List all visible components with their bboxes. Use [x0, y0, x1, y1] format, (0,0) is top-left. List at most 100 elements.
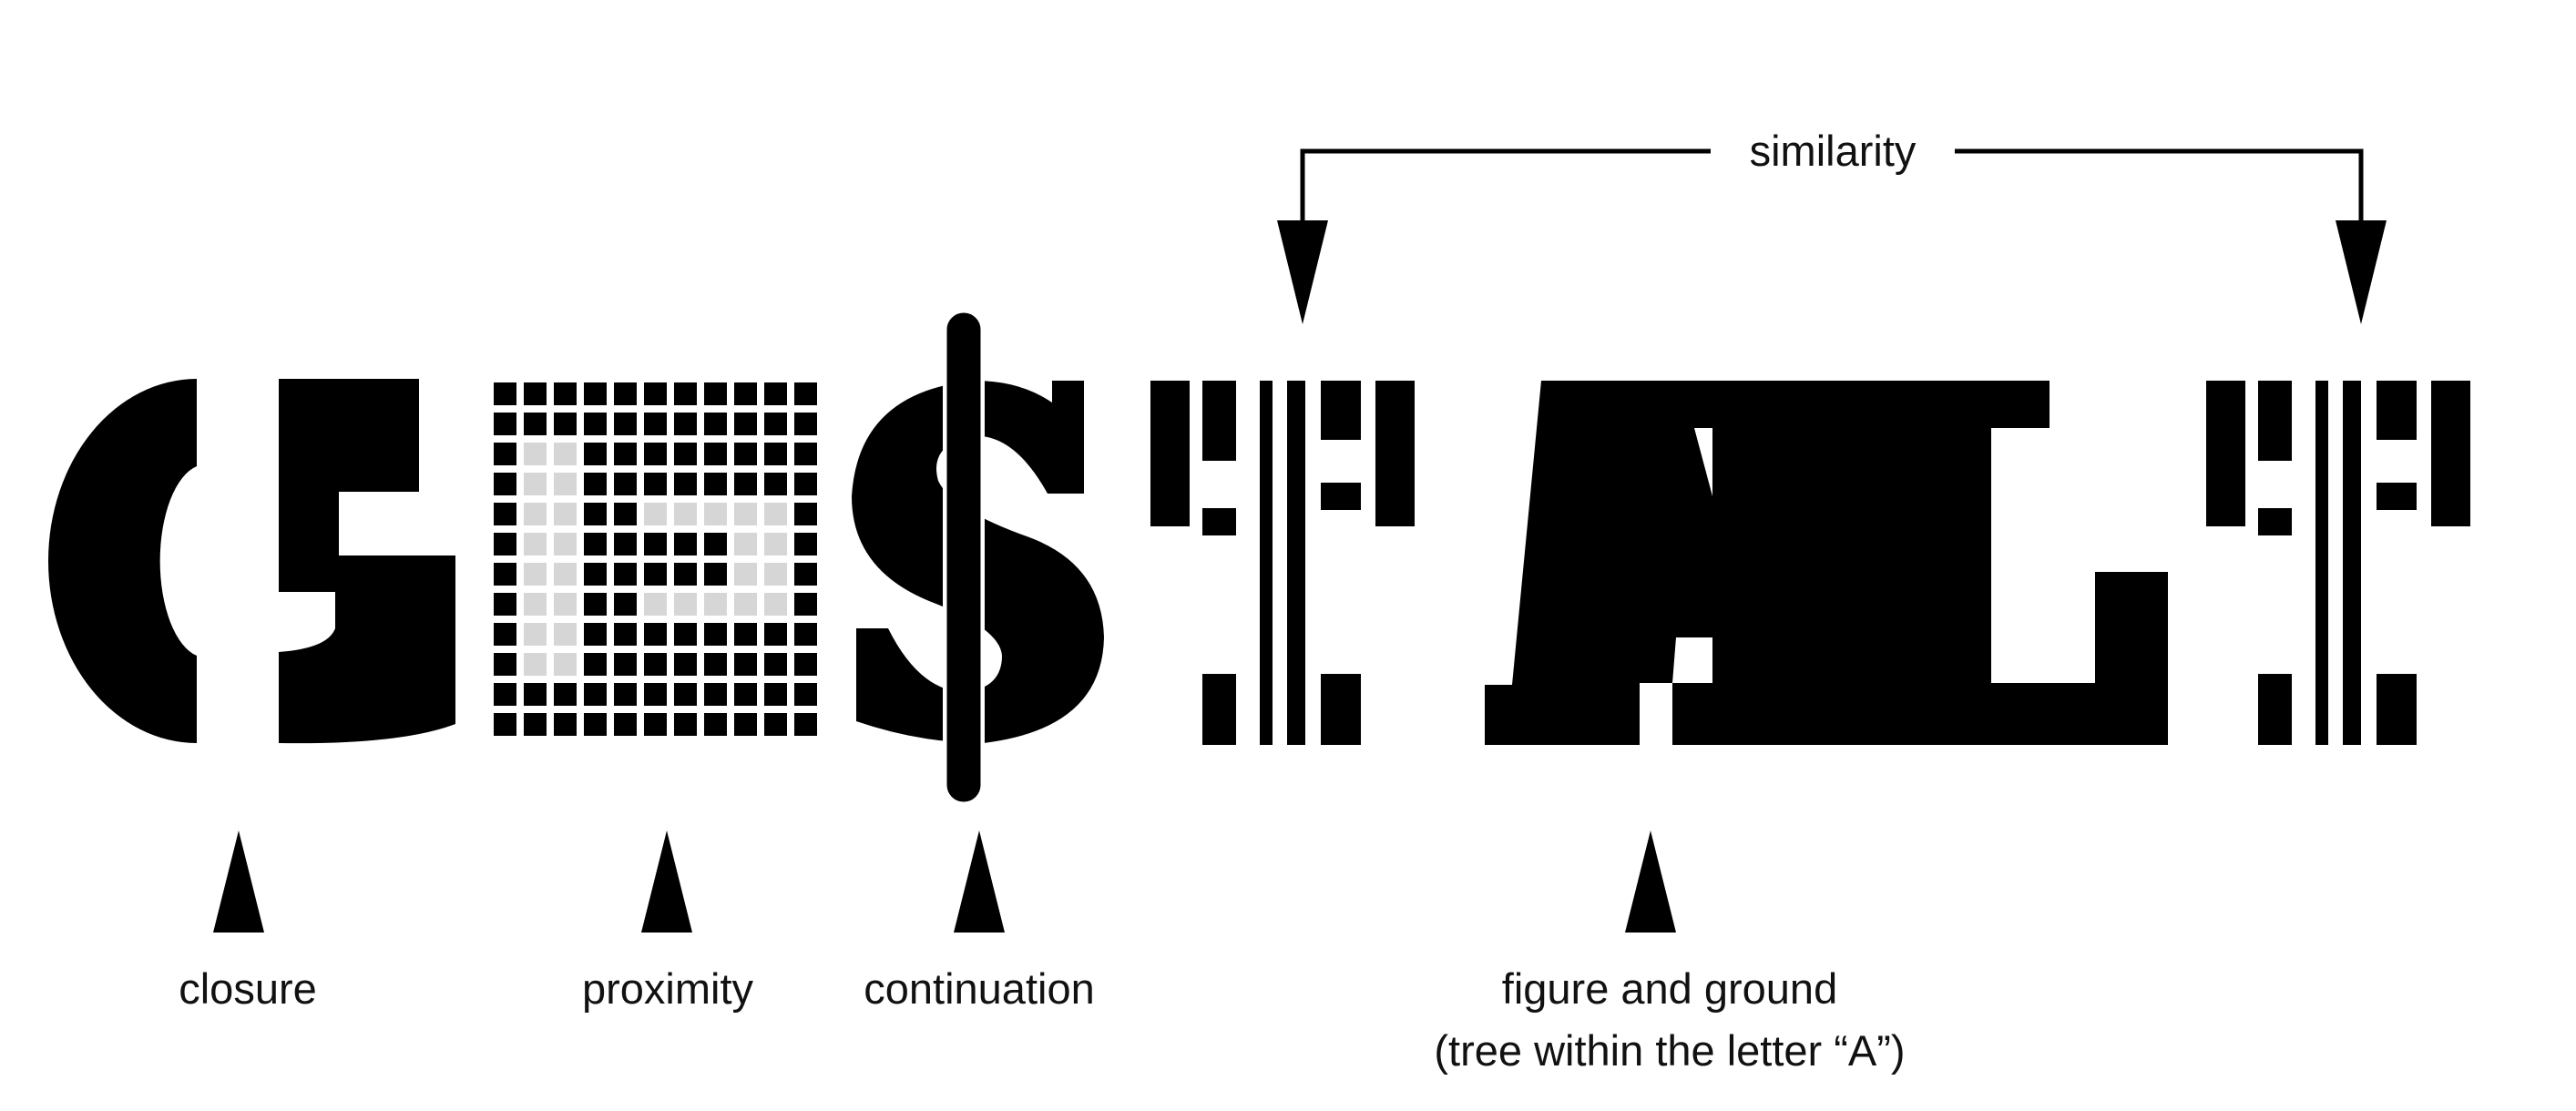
e-dot-black	[554, 382, 577, 405]
e-dot-black	[494, 503, 516, 525]
e-dot-black	[494, 413, 516, 435]
e-dot-black	[794, 443, 817, 465]
e-dot-black	[494, 473, 516, 495]
e-dot-black	[794, 413, 817, 435]
e-dot-gray	[734, 563, 757, 586]
e-dot-gray	[644, 503, 667, 525]
e-dot-black	[764, 473, 787, 495]
e-dot-black	[494, 533, 516, 556]
e-dot-black	[524, 713, 547, 736]
pointer-triangles	[213, 831, 1676, 933]
e-dot-black	[584, 593, 607, 616]
e-dot-black	[494, 713, 516, 736]
e-dot-black	[614, 683, 637, 706]
e-dot-black	[614, 563, 637, 586]
label-figure-and-ground-note: (tree within the letter “A”)	[1434, 1026, 1905, 1075]
e-dot-black	[614, 443, 637, 465]
e-dot-black	[614, 623, 637, 646]
e-black-dots	[494, 382, 817, 736]
e-dot-black	[734, 473, 757, 495]
e-dot-black	[674, 382, 697, 405]
e-dot-gray	[644, 593, 667, 616]
e-dot-gray	[764, 593, 787, 616]
e-dot-black	[524, 413, 547, 435]
similarity-line-right	[1955, 148, 2364, 239]
e-dot-black	[584, 413, 607, 435]
e-dot-black	[764, 413, 787, 435]
letter-a-shape	[1485, 381, 1731, 745]
e-dot-black	[704, 382, 727, 405]
e-dot-black	[734, 653, 757, 676]
e-dot-gray	[734, 593, 757, 616]
e-dot-black	[584, 713, 607, 736]
e-dot-black	[794, 473, 817, 495]
e-dot-black	[764, 653, 787, 676]
e-dot-black	[764, 623, 787, 646]
e-dot-gray	[674, 503, 697, 525]
e-dot-gray	[734, 503, 757, 525]
e-dot-black	[584, 382, 607, 405]
e-dot-black	[614, 713, 637, 736]
e-dot-gray	[554, 533, 577, 556]
continuation-pointer	[954, 831, 1005, 933]
e-dot-black	[644, 443, 667, 465]
e-dot-black	[494, 593, 516, 616]
e-dot-black	[674, 623, 697, 646]
e-dot-black	[554, 413, 577, 435]
continuation-rod-outline	[946, 312, 981, 802]
e-dot-black	[794, 503, 817, 525]
e-dot-black	[704, 443, 727, 465]
e-dot-black	[494, 623, 516, 646]
e-dot-black	[644, 473, 667, 495]
e-dot-black	[614, 413, 637, 435]
e-dot-gray	[524, 653, 547, 676]
label-figure-and-ground: figure and ground	[1502, 964, 1837, 1013]
e-dot-black	[764, 443, 787, 465]
e-dot-black	[794, 623, 817, 646]
e-dot-black	[704, 413, 727, 435]
similarity-bracket	[1277, 148, 2387, 324]
e-dot-black	[584, 503, 607, 525]
e-dot-black	[554, 713, 577, 736]
e-dot-black	[674, 683, 697, 706]
e-dot-black	[704, 533, 727, 556]
letter-l-shape	[1658, 381, 2168, 745]
e-dot-gray	[524, 593, 547, 616]
proximity-pointer	[641, 831, 692, 933]
e-dot-black	[674, 443, 697, 465]
e-dot-gray	[734, 533, 757, 556]
e-dot-gray	[764, 533, 787, 556]
e-dot-gray	[764, 563, 787, 586]
e-dot-black	[494, 382, 516, 405]
e-dot-black	[674, 533, 697, 556]
e-dot-black	[584, 623, 607, 646]
e-dot-black	[704, 653, 727, 676]
similarity-line-left	[1300, 148, 1711, 239]
letter-g-closure	[48, 379, 455, 744]
e-dot-black	[584, 443, 607, 465]
e-dot-black	[674, 563, 697, 586]
e-dot-black	[794, 382, 817, 405]
e-dot-black	[674, 473, 697, 495]
e-dot-gray	[524, 533, 547, 556]
e-dot-black	[644, 533, 667, 556]
e-dot-gray	[704, 503, 727, 525]
e-dot-gray	[764, 503, 787, 525]
e-dot-black	[704, 473, 727, 495]
e-dot-black	[764, 683, 787, 706]
e-dot-black	[794, 683, 817, 706]
similarity-arrow-right	[2336, 220, 2387, 324]
label-closure: closure	[179, 964, 317, 1013]
e-dot-black	[494, 683, 516, 706]
e-dot-gray	[554, 473, 577, 495]
e-dot-black	[614, 503, 637, 525]
e-dot-black	[584, 683, 607, 706]
letter-e-proximity	[494, 382, 817, 736]
e-dot-gray	[524, 623, 547, 646]
e-dot-black	[494, 653, 516, 676]
e-dot-black	[584, 473, 607, 495]
figure-ground-pointer	[1625, 831, 1676, 933]
e-dot-gray	[524, 563, 547, 586]
e-dot-gray	[704, 593, 727, 616]
